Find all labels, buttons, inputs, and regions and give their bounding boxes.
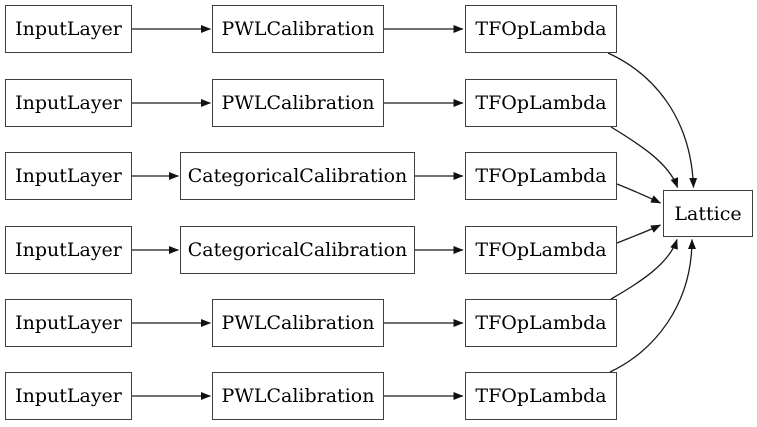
node-pwlcalibration-2: PWLCalibration xyxy=(212,79,384,127)
node-tfoplambda-3: TFOpLambda xyxy=(465,152,617,200)
node-tfoplambda-5: TFOpLambda xyxy=(465,299,617,347)
node-tfoplambda-1: TFOpLambda xyxy=(465,5,617,53)
node-lattice: Lattice xyxy=(663,190,753,237)
node-categoricalcalibration-3: CategoricalCalibration xyxy=(180,152,415,200)
edge-op2-lattice xyxy=(610,126,679,188)
node-pwlcalibration-5: PWLCalibration xyxy=(212,299,384,347)
node-categoricalcalibration-4: CategoricalCalibration xyxy=(180,226,415,274)
node-inputlayer-3: InputLayer xyxy=(5,152,132,200)
edge-op6-lattice xyxy=(609,239,696,373)
node-inputlayer-4: InputLayer xyxy=(5,226,132,274)
edge-op3-lattice xyxy=(616,183,661,204)
node-inputlayer-2: InputLayer xyxy=(5,79,132,127)
node-inputlayer-6: InputLayer xyxy=(5,372,132,420)
edge-op1-lattice xyxy=(607,52,698,188)
node-tfoplambda-4: TFOpLambda xyxy=(465,226,617,274)
node-inputlayer-1: InputLayer xyxy=(5,5,132,53)
edge-op4-lattice xyxy=(616,224,661,244)
node-tfoplambda-6: TFOpLambda xyxy=(465,372,617,420)
edge-op5-lattice xyxy=(610,239,678,300)
node-pwlcalibration-1: PWLCalibration xyxy=(212,5,384,53)
node-tfoplambda-2: TFOpLambda xyxy=(465,79,617,127)
node-pwlcalibration-6: PWLCalibration xyxy=(212,372,384,420)
node-inputlayer-5: InputLayer xyxy=(5,299,132,347)
